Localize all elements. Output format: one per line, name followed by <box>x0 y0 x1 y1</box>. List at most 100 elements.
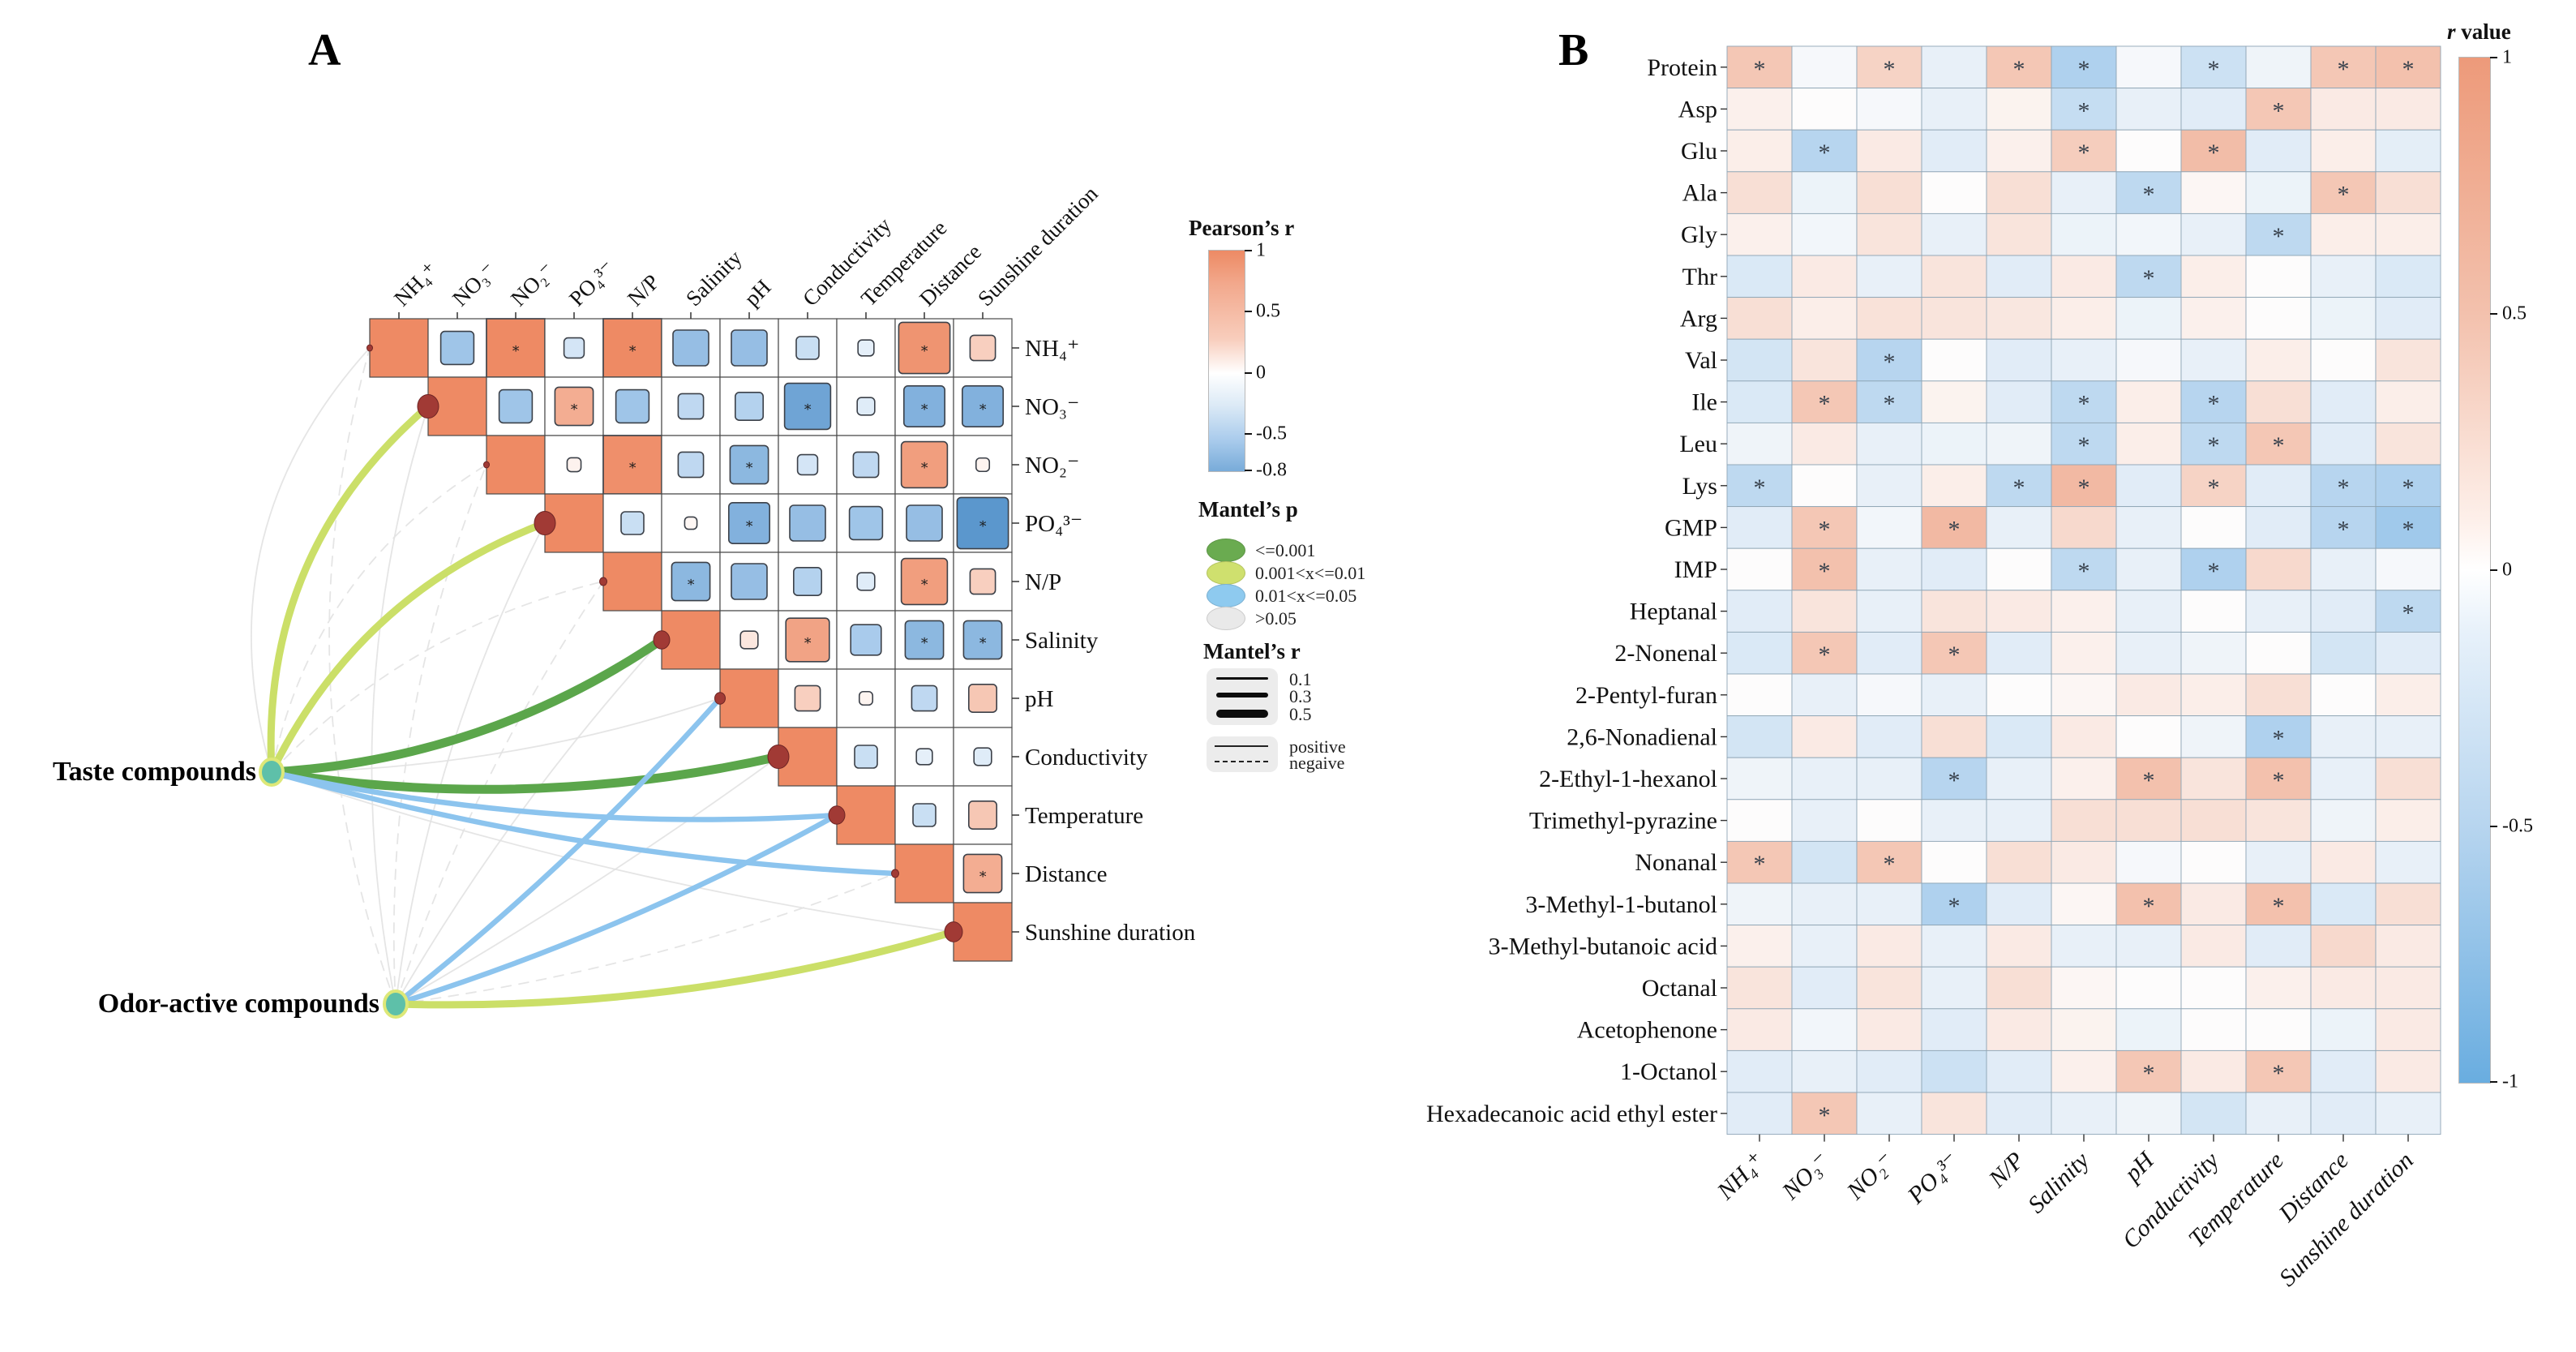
heatmap-column-label: Salinity <box>2023 1147 2095 1219</box>
heatmap-cell <box>2375 338 2441 382</box>
heatmap-cell <box>2051 506 2117 549</box>
heatmap-cell <box>2115 212 2182 256</box>
heatmap-cell <box>2375 297 2441 340</box>
heatmap-row-label: Asp <box>1678 96 1717 122</box>
heatmap-cell <box>1791 464 1858 508</box>
heatmap-cell <box>1856 506 1922 549</box>
mantel-endpoint-dot <box>828 805 846 825</box>
heatmap-significance-star: * <box>2078 139 2090 166</box>
heatmap-cell <box>2375 799 2441 842</box>
mantel-r-line-thick <box>1216 710 1268 718</box>
heatmap-cell <box>2375 45 2441 89</box>
matrix-cell-square <box>789 504 826 542</box>
matrix-row-label: Sunshine duration <box>1025 920 1196 946</box>
heatmap-cell <box>2310 757 2377 800</box>
heatmap-significance-star: * <box>2013 474 2025 501</box>
heatmap-cell <box>2245 129 2312 173</box>
heatmap-cell <box>1726 673 1793 717</box>
matrix-cell-square <box>671 561 711 602</box>
heatmap-cell <box>2180 840 2247 884</box>
heatmap-cell <box>1921 255 1987 298</box>
heatmap-cell <box>2375 757 2441 800</box>
heatmap-cell <box>1856 966 1922 1010</box>
heatmap-cell <box>1726 590 1793 633</box>
heatmap-cell <box>2245 464 2312 508</box>
heatmap-significance-star: * <box>2273 893 2285 920</box>
matrix-cell-square <box>684 516 698 530</box>
heatmap-cell <box>2051 171 2117 214</box>
heatmap-significance-star: * <box>1884 349 1896 376</box>
heatmap-cell <box>2051 715 2117 758</box>
heatmap-significance-star: * <box>1754 56 1766 83</box>
heatmap-significance-star: * <box>2402 474 2415 501</box>
heatmap-row-label: Lys <box>1682 473 1717 500</box>
heatmap-significance-star: * <box>1819 139 1831 166</box>
heatmap-cell <box>1921 1008 1987 1051</box>
heatmap-cell <box>1791 840 1858 884</box>
heatmap-cell <box>2245 840 2312 884</box>
mantel-p-swatch-gray <box>1207 607 1245 630</box>
heatmap-cell <box>2310 882 2377 926</box>
matrix-cell-square <box>900 557 949 606</box>
heatmap-cell <box>1856 422 1922 466</box>
heatmap-cell <box>2180 882 2247 926</box>
matrix-cell-square <box>739 630 759 650</box>
heatmap-significance-star: * <box>2273 97 2285 124</box>
heatmap-cell <box>1791 715 1858 758</box>
heatmap-cell <box>2375 590 2441 633</box>
heatmap-column-label: NO₂⁻ <box>1841 1147 1900 1205</box>
heatmap-cell <box>1986 966 2052 1010</box>
pearson-tick-mark <box>1245 250 1252 251</box>
heatmap-cell <box>2115 590 2182 633</box>
heatmap-significance-star: * <box>2402 516 2415 543</box>
matrix-cell-square <box>975 457 991 473</box>
heatmap-cell <box>2375 422 2441 466</box>
matrix-cell-square <box>968 683 998 713</box>
heatmap-row-label: 2,6-Nonadienal <box>1567 723 1717 750</box>
heatmap-cell <box>1986 925 2052 968</box>
heatmap-cell <box>2180 338 2247 382</box>
heatmap-cell <box>1856 464 1922 508</box>
heatmap-cell <box>2115 88 2182 131</box>
heatmap-significance-star: * <box>1819 1102 1831 1129</box>
mantel-edge <box>268 769 840 822</box>
heatmap-cell <box>1921 338 1987 382</box>
heatmap-cell <box>2310 925 2377 968</box>
heatmap-cell <box>2375 966 2441 1010</box>
heatmap-cell <box>1921 212 1987 256</box>
heatmap-cell <box>2310 129 2377 173</box>
heatmap-cell <box>2115 171 2182 214</box>
mantel-endpoint-dot <box>417 393 439 419</box>
mantel-endpoint-dot <box>599 577 607 586</box>
matrix-cell-square <box>898 321 951 375</box>
heatmap-cell <box>1726 506 1793 549</box>
heatmap-row-label: Protein <box>1647 54 1717 81</box>
heatmap-cell <box>2115 1008 2182 1051</box>
heatmap-significance-star: * <box>2143 893 2155 920</box>
heatmap-significance-star: * <box>1819 516 1831 543</box>
heatmap-cell <box>1791 1092 1858 1135</box>
heatmap-cell <box>1726 88 1793 131</box>
heatmap-cell <box>2115 422 2182 466</box>
heatmap-row-label: Nonanal <box>1635 849 1717 876</box>
pearson-tick-mark <box>1245 311 1252 312</box>
heatmap-cell <box>2180 590 2247 633</box>
matrix-cell-square <box>848 505 884 541</box>
heatmap-cell <box>2115 464 2182 508</box>
heatmap-cell <box>2245 1049 2312 1093</box>
heatmap-cell <box>1986 88 2052 131</box>
heatmap-row-label: Gly <box>1681 221 1717 248</box>
heatmap-significance-star: * <box>1948 767 1961 794</box>
heatmap-cell <box>2310 966 2377 1010</box>
mantel-endpoint-dot <box>366 344 373 352</box>
matrix-column-label: Salinity <box>681 245 747 311</box>
matrix-row-label: N/P <box>1025 569 1061 595</box>
heatmap-column-label: NH₄⁺ <box>1712 1147 1770 1205</box>
heatmap-cell <box>2115 129 2182 173</box>
matrix-cell-square <box>566 457 582 473</box>
heatmap-cell <box>1791 925 1858 968</box>
heatmap-cell <box>1791 297 1858 340</box>
heatmap-cell <box>2051 297 2117 340</box>
matrix-cell-square <box>962 384 1005 427</box>
